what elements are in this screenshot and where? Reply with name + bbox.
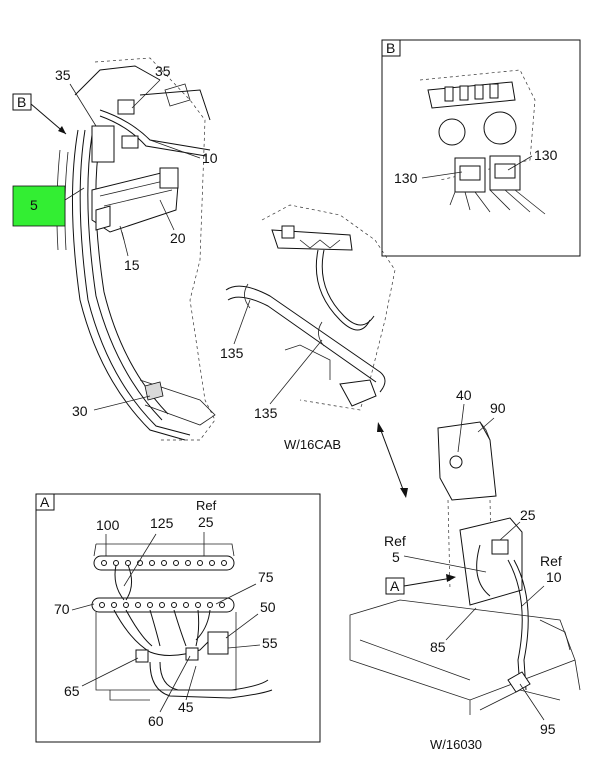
ref-5-label[interactable]: Ref (384, 533, 406, 549)
callout-135-lower[interactable]: 135 (254, 405, 278, 421)
inset-a-tag-label: A (40, 494, 50, 510)
leader-50 (225, 613, 259, 639)
callout-100[interactable]: 100 (96, 517, 120, 533)
leader-130-left (421, 171, 463, 179)
link-arrow-head-top (377, 422, 384, 432)
callout-65[interactable]: 65 (64, 683, 80, 699)
callout-10[interactable]: 10 (202, 150, 218, 166)
link-arrow (379, 427, 405, 493)
view-arrow-a-head (446, 574, 456, 582)
leader-135-lower (269, 339, 323, 405)
view-tag-b-label: B (17, 94, 26, 110)
w16cab-drawing (225, 204, 396, 411)
leader-25 (499, 521, 521, 541)
callout-35-left[interactable]: 35 (55, 67, 71, 83)
leader-ref-5 (403, 555, 487, 573)
callout-75[interactable]: 75 (258, 569, 274, 585)
callout-70[interactable]: 70 (54, 601, 70, 617)
leader-40 (457, 403, 465, 453)
leader-85 (445, 607, 477, 641)
callout-95[interactable]: 95 (540, 721, 556, 737)
leader-90 (477, 417, 495, 433)
leader-10 (149, 139, 201, 159)
cab-panel-drawing (56, 57, 216, 441)
leader-125 (123, 533, 157, 587)
leader-135-upper (233, 299, 251, 345)
inset-b-tag-label: B (386, 40, 395, 56)
caption-w16cab: W/16CAB (284, 437, 341, 452)
caption-w16030: W/16030 (430, 737, 482, 752)
callout-15[interactable]: 15 (124, 257, 140, 273)
callout-30[interactable]: 30 (72, 403, 88, 419)
inset-b-tag (381, 39, 401, 57)
callout-125[interactable]: 125 (150, 515, 174, 531)
callout-135-upper[interactable]: 135 (220, 345, 244, 361)
leader-95 (519, 683, 545, 721)
callout-50[interactable]: 50 (260, 599, 276, 615)
callout-130-right[interactable]: 130 (534, 147, 558, 163)
leader-75 (215, 583, 257, 605)
callout-5[interactable]: 5 (30, 197, 38, 213)
leader-15 (121, 231, 129, 257)
view-tag-b[interactable] (12, 93, 32, 111)
leader-55 (227, 644, 261, 649)
ref-5-number[interactable]: 5 (392, 549, 400, 565)
view-arrow-b-head (58, 126, 66, 134)
inset-a-drawing (91, 543, 273, 701)
view-arrow-a (403, 577, 453, 587)
view-tag-a-label: A (390, 578, 400, 594)
leader-20 (159, 199, 175, 231)
callout-45[interactable]: 45 (178, 699, 194, 715)
callout-85[interactable]: 85 (430, 639, 446, 655)
leader-35-left (69, 83, 97, 127)
callout-35-right[interactable]: 35 (155, 63, 171, 79)
ref-25-number[interactable]: 25 (198, 514, 214, 530)
leader-130-right (507, 155, 533, 171)
callout-60[interactable]: 60 (148, 713, 164, 729)
callout-40[interactable]: 40 (456, 387, 472, 403)
inset-b-drawing (419, 69, 546, 215)
ref-25-label[interactable]: Ref (196, 498, 217, 513)
callout-25[interactable]: 25 (520, 507, 536, 523)
leader-ref-10 (521, 585, 545, 607)
callout-55[interactable]: 55 (262, 635, 278, 651)
leader-60 (159, 655, 191, 713)
ref-10-number[interactable]: 10 (546, 569, 562, 585)
leader-65 (81, 657, 139, 687)
leader-35-right (131, 79, 161, 109)
leader-30 (93, 395, 151, 411)
callout-90[interactable]: 90 (490, 400, 506, 416)
callout-5-highlight[interactable] (12, 185, 66, 227)
leader-70 (71, 603, 95, 611)
leader-45 (185, 665, 197, 701)
link-arrow-head-bottom (400, 488, 408, 498)
inset-a-tag (35, 493, 55, 511)
leader-5 (64, 187, 85, 201)
callout-130-left[interactable]: 130 (394, 170, 418, 186)
inset-a-frame (35, 493, 321, 743)
callout-20[interactable]: 20 (170, 230, 186, 246)
inset-b-frame (381, 39, 581, 257)
ref-10-label[interactable]: Ref (540, 553, 562, 569)
